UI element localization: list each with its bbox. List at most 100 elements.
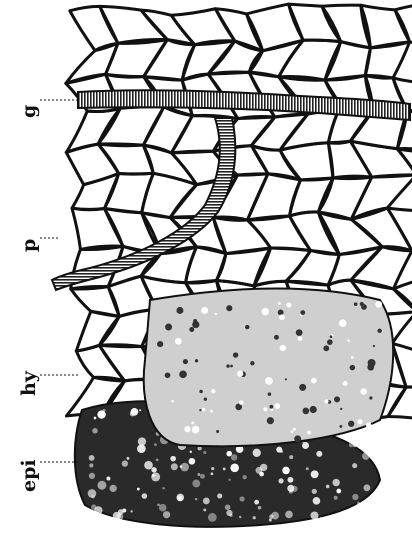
hypodermis-speckle <box>279 314 285 320</box>
hypodermis-speckle <box>278 310 284 316</box>
hypodermis-speckle <box>373 345 375 347</box>
epidermis-speckle <box>89 463 93 467</box>
hypodermis-speckle <box>157 341 163 347</box>
hypodermis-speckle <box>199 390 202 393</box>
epidermis-speckle <box>254 500 259 505</box>
epidermis-speckle <box>163 511 170 518</box>
epidermis-speckle <box>289 455 293 459</box>
hypodermis-speckle <box>237 371 243 377</box>
hypodermis-speckle <box>323 345 329 351</box>
hypodermis-speckle <box>377 329 381 333</box>
epidermis-speckle <box>231 454 238 461</box>
epidermis-speckle <box>271 512 279 520</box>
hypodermis-speckle <box>175 338 182 345</box>
hypodermis-speckle <box>226 364 229 367</box>
hypodermis-speckle <box>226 305 232 311</box>
hypodermis-speckle <box>360 388 367 395</box>
label-p: p <box>20 239 39 252</box>
hypodermis-speckle <box>184 426 190 432</box>
hypodermis-speckle <box>245 325 249 329</box>
epidermis-speckle <box>225 504 231 510</box>
hypodermis-speckle <box>191 422 194 425</box>
epidermis-speckle <box>278 478 283 483</box>
hypodermis-speckle <box>369 396 372 399</box>
epidermis-speckle <box>223 467 226 470</box>
hypodermis-speckle <box>285 378 287 380</box>
hypodermis-speckle <box>310 406 317 413</box>
epidermis-speckle <box>253 516 256 519</box>
epidermis-speckle <box>130 510 132 512</box>
hypodermis-region <box>144 288 393 446</box>
epidermis-speckle <box>139 409 141 411</box>
hypodermis-speckle <box>286 302 291 307</box>
hypodermis-speckle <box>270 408 273 411</box>
epidermis-speckle <box>312 489 317 494</box>
hypodermis-speckle <box>269 405 273 409</box>
epidermis-speckle <box>334 496 338 500</box>
epidermis-speckle <box>362 452 370 460</box>
hypodermis-speckle <box>201 307 208 314</box>
hypodermis-speckle <box>211 389 215 393</box>
epidermis-speckle <box>352 463 357 468</box>
epidermis-speckle <box>159 504 167 512</box>
epidermis-speckle <box>157 504 160 507</box>
epidermis-speckle <box>197 473 200 476</box>
hypodermis-speckle <box>340 408 342 410</box>
epidermis-speckle <box>144 461 153 470</box>
epidermis-speckle <box>137 488 140 491</box>
hypodermis-speckle <box>311 378 317 384</box>
hypodermis-speckle <box>307 431 311 435</box>
hypodermis-speckle <box>165 372 171 378</box>
epidermis-speckle <box>211 467 214 470</box>
epidermis-speckle <box>122 460 128 466</box>
epidermis-speckle <box>195 498 197 500</box>
epidermis-speckle <box>176 494 184 502</box>
hypodermis-speckle <box>350 365 356 371</box>
cell-wall <box>186 247 226 283</box>
epidermis-speckle <box>239 516 241 518</box>
epidermis-speckle <box>302 442 309 449</box>
hypodermis-speckle <box>233 352 238 357</box>
epidermis-speckle <box>287 477 293 483</box>
epidermis-speckle <box>162 487 164 489</box>
hypodermis-speckle <box>171 400 174 403</box>
epidermis-speckle <box>118 509 124 515</box>
epidermis-speckle <box>253 449 261 457</box>
hypodermis-speckle <box>192 426 200 434</box>
hypodermis-speckle <box>300 310 305 315</box>
epidermis-speckle <box>320 517 322 519</box>
epidermis-speckle <box>258 506 261 509</box>
epidermis-speckle <box>91 504 96 509</box>
hypodermis-speckle <box>274 403 280 409</box>
epidermis-speckle <box>97 410 105 418</box>
hypodermis-speckle <box>375 301 382 308</box>
hypodermis-speckle <box>303 408 310 415</box>
epidermis-speckle <box>152 474 155 477</box>
epidermis-speckle <box>226 510 232 516</box>
hypodermis-speckle <box>299 384 306 391</box>
hypodermis-speckle <box>265 377 273 385</box>
epidermis-speckle <box>306 467 309 470</box>
epidermis-speckle <box>211 472 214 475</box>
hypodermis-speckle <box>324 399 328 403</box>
hypodermis-speckle <box>189 327 194 332</box>
epidermis-speckle <box>226 451 232 457</box>
epidermis-speckle <box>332 479 339 486</box>
hypodermis-speckle <box>204 398 207 401</box>
epidermis-speckle <box>203 451 206 454</box>
hypodermis-speckle <box>230 365 233 368</box>
epidermis-speckle <box>357 502 360 505</box>
epidermis-speckle <box>200 474 205 479</box>
epidermis-speckle <box>313 497 321 505</box>
hypodermis-speckle <box>183 359 188 364</box>
hypodermis-speckle <box>192 321 199 328</box>
hypodermis-speckle <box>267 417 274 424</box>
epidermis-speckle <box>92 428 97 433</box>
epidermis-speckle <box>363 484 370 491</box>
epidermis-speckle <box>326 485 330 489</box>
hypodermis-speckle <box>347 339 350 342</box>
epidermis-speckle <box>242 475 246 479</box>
cell-wall <box>328 141 371 178</box>
epidermis-speckle <box>282 467 289 474</box>
